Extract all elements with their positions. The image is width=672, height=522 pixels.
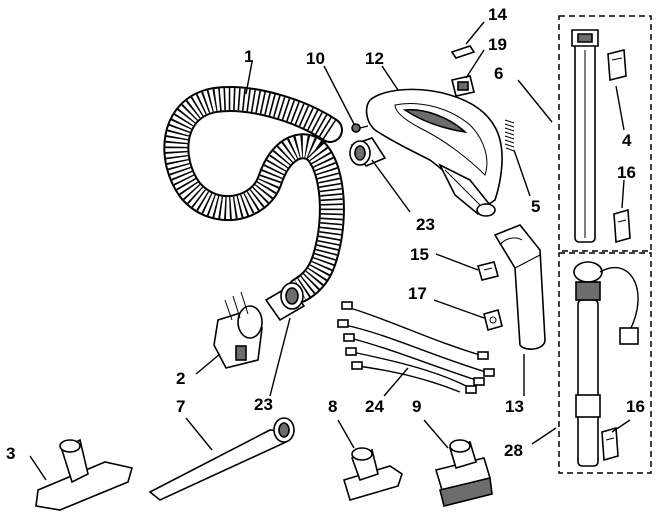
screw-part (351, 123, 369, 133)
label-7: 7 (176, 397, 185, 416)
label-14: 14 (488, 5, 507, 24)
leader-19 (465, 49, 485, 79)
leader-23a (371, 159, 411, 213)
leader-8 (337, 419, 355, 449)
cuff-lower-part (264, 282, 306, 322)
label-19: 19 (488, 35, 507, 54)
label-23a: 23 (416, 215, 435, 234)
leader-1 (245, 61, 253, 95)
wand-clip-16a-part (613, 208, 631, 244)
leader-28 (531, 427, 557, 445)
clip-17-part (483, 309, 503, 331)
label-17: 17 (408, 284, 427, 303)
leader-23b (269, 317, 291, 397)
leader-10 (323, 65, 355, 125)
spring-part (504, 119, 515, 152)
label-16a: 16 (617, 163, 636, 182)
small-nozzle-part (343, 447, 403, 501)
dusting-brush-part (434, 439, 493, 507)
leader-2 (195, 353, 221, 375)
label-15: 15 (410, 245, 429, 264)
label-5: 5 (531, 197, 540, 216)
leader-5 (513, 149, 531, 197)
leader-14 (465, 21, 485, 45)
leader-16a (621, 179, 625, 209)
lower-wand-part (573, 261, 639, 467)
label-12: 12 (365, 49, 384, 68)
label-3: 3 (6, 444, 15, 463)
label-2: 2 (176, 369, 185, 388)
wand-clip-16b-part (601, 426, 619, 462)
label-1: 1 (244, 47, 253, 66)
leader-6 (517, 79, 553, 123)
cuff-upper-part (349, 137, 387, 167)
label-10: 10 (306, 49, 325, 68)
label-16b: 16 (626, 397, 645, 416)
button-part (450, 45, 476, 59)
upper-wand-part (571, 29, 599, 243)
label-23b: 23 (254, 395, 273, 414)
leader-16b (611, 419, 631, 433)
clip-15-part (477, 261, 499, 281)
label-28: 28 (504, 441, 523, 460)
wand-clip-4-part (607, 48, 627, 82)
label-6: 6 (494, 64, 503, 83)
group-box-wand-lower (558, 252, 652, 474)
leader-17 (433, 299, 485, 319)
handle-part (365, 88, 503, 217)
leader-7 (185, 417, 213, 451)
leader-lines (29, 21, 631, 481)
label-9: 9 (412, 397, 421, 416)
leader-3 (29, 455, 47, 481)
callout-labels: 1 10 12 14 19 6 4 16 5 23 15 17 2 23 24 … (6, 5, 645, 463)
leader-4 (615, 85, 625, 131)
label-24: 24 (365, 397, 384, 416)
label-8: 8 (328, 397, 337, 416)
switch-part (451, 75, 475, 97)
leader-9 (423, 419, 449, 449)
crevice-tool-part (148, 417, 295, 501)
connector-part (213, 291, 263, 369)
group-box-wand-upper (558, 15, 652, 252)
leader-12 (381, 65, 399, 91)
label-4: 4 (622, 131, 632, 150)
wire-harness-part (337, 301, 495, 394)
label-13: 13 (505, 397, 524, 416)
hose-part (163, 86, 345, 303)
leader-15 (435, 253, 479, 271)
leader-24 (383, 367, 409, 397)
lower-handle-part (493, 224, 546, 350)
upholstery-tool-part (35, 438, 134, 511)
